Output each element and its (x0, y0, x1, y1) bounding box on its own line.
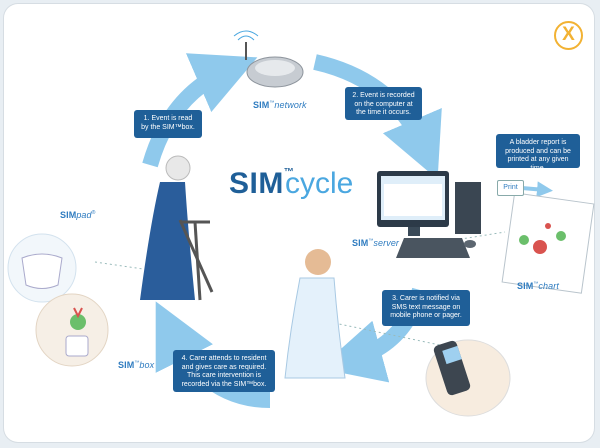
report-box: A bladder report is produced and can be … (496, 134, 580, 172)
simserver-label: SIM™server (352, 238, 400, 248)
computer-icon (377, 171, 481, 258)
dotted-connector (94, 261, 151, 271)
sim-logo: SIM™ (229, 167, 295, 200)
mobile-phone-icon (425, 339, 511, 417)
network-hub-icon (233, 30, 304, 88)
dotted-connector (319, 319, 441, 346)
step-4-box: 4. Carer attends to resident and gives c… (173, 350, 275, 392)
simnetwork-label: SIM™network (253, 100, 307, 110)
dotted-connector (454, 231, 506, 241)
close-button[interactable]: X (554, 21, 583, 50)
simpad-icon (7, 233, 77, 303)
carer-figure (284, 249, 346, 379)
simpad-label: SIMpad® (60, 210, 96, 220)
print-button[interactable]: Print (497, 180, 524, 196)
chart-report-icon (501, 192, 595, 294)
arrow-to-chart (521, 181, 553, 198)
step-3-box: 3. Carer is notified via SMS text messag… (382, 290, 470, 326)
cycle-logo-text: cycle (285, 167, 354, 200)
arrow-box-to-network (142, 53, 258, 168)
step-1-box: 1. Event is read by the SIM™box. (134, 110, 202, 138)
simbox-label: SIM™box (118, 360, 155, 370)
step-2-box: 2. Event is recorded on the computer at … (345, 87, 422, 120)
resident-figure (140, 155, 214, 301)
simbox-icon (35, 293, 109, 367)
simchart-label: SIM™chart (517, 281, 559, 291)
